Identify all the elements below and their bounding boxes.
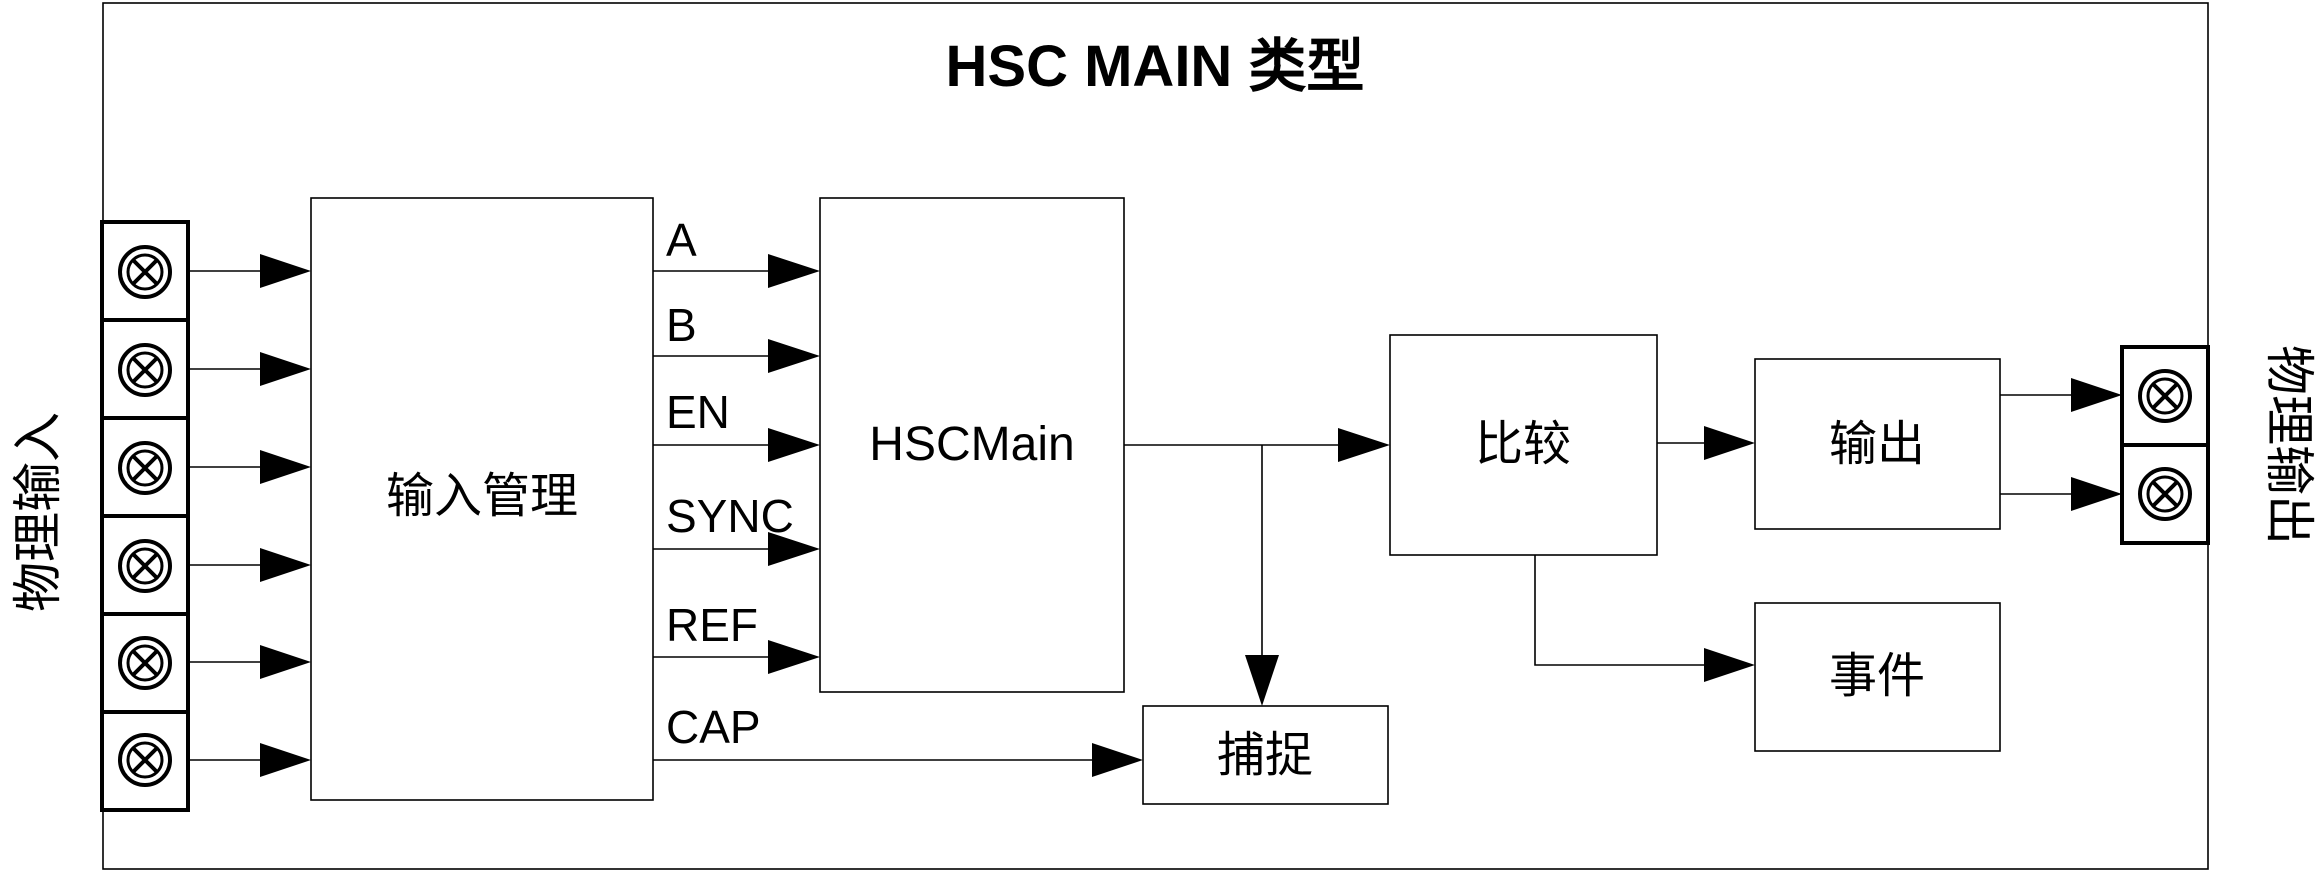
signal-label-sync: SYNC — [666, 490, 794, 542]
signal-label-b: B — [666, 299, 697, 351]
compare-block — [1389, 334, 1658, 556]
compare-to-event-wire — [1534, 555, 1755, 682]
screw-terminal-icon — [118, 441, 172, 495]
event-block — [1754, 602, 2001, 752]
hsc-main-label: HSCMain — [869, 418, 1074, 471]
hsc-main-block — [819, 197, 1125, 693]
screw-terminal-icon — [118, 245, 172, 299]
screw-terminal-icon — [118, 343, 172, 397]
screw-terminal-icon — [118, 636, 172, 690]
screw-terminal-icon — [118, 539, 172, 593]
screw-terminal-icon — [118, 733, 172, 787]
signal-label-a: A — [666, 214, 697, 266]
input-manager-label: 输入管理 — [386, 470, 578, 523]
diagram-title: HSC MAIN 类型 — [946, 34, 1365, 99]
capture-label: 捕捉 — [1217, 729, 1313, 782]
output-label: 输出 — [1829, 418, 1925, 471]
screw-terminal-icon — [2138, 369, 2192, 423]
screw-terminal-icon — [2138, 467, 2192, 521]
event-label: 事件 — [1829, 650, 1925, 703]
hscmain-to-compare-wire — [1124, 428, 1390, 706]
signal-label-en: EN — [666, 386, 730, 438]
output-wires — [2000, 378, 2122, 511]
physical-output-label: 物理输出 — [2261, 345, 2317, 545]
signal-label-ref: REF — [666, 599, 758, 651]
capture-block — [1142, 705, 1389, 805]
input-manager-block — [310, 197, 654, 801]
compare-to-output-wire — [1657, 426, 1755, 460]
input-terminal-strip — [100, 220, 190, 812]
signal-wires — [653, 254, 1143, 777]
input-wires — [188, 254, 311, 777]
physical-input-label: 物理输入 — [10, 412, 66, 612]
compare-label: 比较 — [1475, 418, 1571, 471]
output-terminal-strip — [2120, 345, 2210, 545]
signal-label-cap: CAP — [666, 701, 761, 753]
output-block — [1754, 358, 2001, 530]
